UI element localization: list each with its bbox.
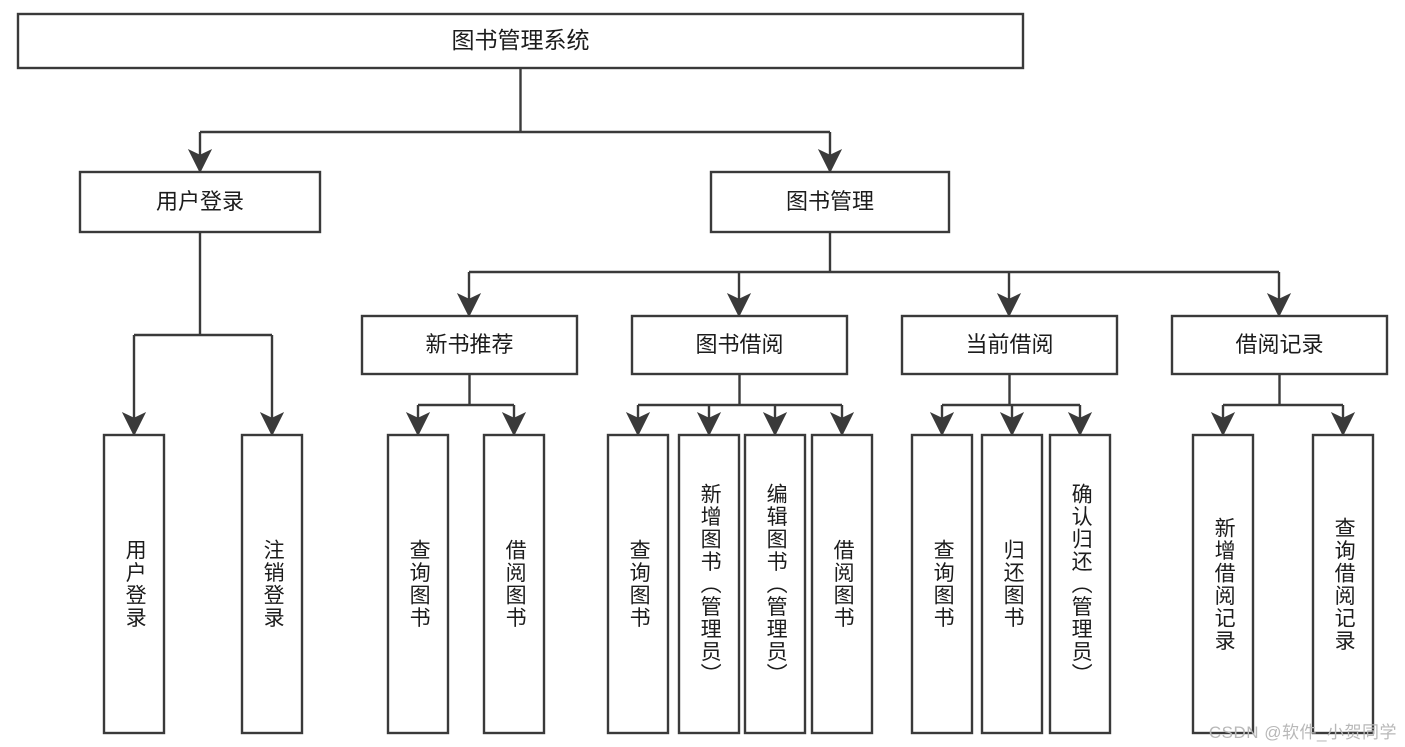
node-rect-leaf-query-record[interactable] — [1311, 433, 1375, 735]
node-label-borrow-record: 借阅记录 — [1235, 332, 1323, 357]
node-rect-leaf-add-book[interactable] — [677, 433, 741, 735]
node-label-new-book-recommend: 新书推荐 — [425, 332, 513, 357]
connector-current-borrow — [929, 374, 1093, 437]
node-rect-leaf-edit-book[interactable] — [743, 433, 807, 735]
node-rect-leaf-return-book[interactable] — [980, 433, 1044, 735]
node-rect-leaf-query-book-3[interactable] — [910, 433, 974, 735]
node-root[interactable]: 图书管理系统 — [16, 12, 1025, 70]
node-current-borrow[interactable]: 当前借阅 — [900, 314, 1119, 376]
node-rect-leaf-logout[interactable] — [240, 433, 304, 735]
node-leaf-query-record[interactable] — [1311, 433, 1375, 735]
node-leaf-borrow-book-2[interactable] — [810, 433, 874, 735]
watermark-text: CSDN @软件_小贺同学 — [1208, 723, 1397, 742]
node-rect-leaf-query-book-1[interactable] — [386, 433, 450, 735]
node-label-book-borrow: 图书借阅 — [695, 332, 783, 357]
node-leaf-query-book-3[interactable] — [910, 433, 974, 735]
node-rect-leaf-user-login[interactable] — [102, 433, 166, 735]
node-leaf-borrow-book-1[interactable] — [482, 433, 546, 735]
node-label-current-borrow: 当前借阅 — [965, 332, 1053, 357]
node-rect-new-book-recommend[interactable] — [360, 314, 579, 376]
node-label-user-login: 用户登录 — [156, 189, 244, 214]
node-rect-leaf-query-book-2[interactable] — [606, 433, 670, 735]
node-borrow-record[interactable]: 借阅记录 — [1170, 314, 1389, 376]
connector-borrow-record — [1210, 374, 1356, 437]
node-leaf-logout[interactable] — [240, 433, 304, 735]
node-rect-leaf-borrow-book-2[interactable] — [810, 433, 874, 735]
node-leaf-return-book[interactable] — [980, 433, 1044, 735]
connector-layer — [121, 68, 1356, 437]
node-new-book-recommend[interactable]: 新书推荐 — [360, 314, 579, 376]
node-rect-leaf-add-record[interactable] — [1191, 433, 1255, 735]
node-user-login[interactable]: 用户登录 — [78, 170, 322, 234]
node-rect-leaf-borrow-book-1[interactable] — [482, 433, 546, 735]
node-rect-leaf-confirm-return[interactable] — [1048, 433, 1112, 735]
node-rect-book-manage[interactable] — [709, 170, 951, 234]
node-rect-root[interactable] — [16, 12, 1025, 70]
node-leaf-user-login[interactable] — [102, 433, 166, 735]
connector-book-borrow — [625, 374, 855, 437]
node-leaf-add-record[interactable] — [1191, 433, 1255, 735]
node-leaf-edit-book[interactable] — [743, 433, 807, 735]
node-rect-user-login[interactable] — [78, 170, 322, 234]
node-book-manage[interactable]: 图书管理 — [709, 170, 951, 234]
node-leaf-add-book[interactable] — [677, 433, 741, 735]
node-rect-book-borrow[interactable] — [630, 314, 849, 376]
node-book-borrow[interactable]: 图书借阅 — [630, 314, 849, 376]
connector-user-login — [121, 232, 285, 437]
node-leaf-query-book-1[interactable] — [386, 433, 450, 735]
node-rect-current-borrow[interactable] — [900, 314, 1119, 376]
node-label-root: 图书管理系统 — [452, 27, 590, 53]
connector-root — [187, 68, 843, 174]
connector-book-manage — [456, 232, 1292, 318]
connector-new-book-recommend — [405, 374, 527, 437]
node-leaf-query-book-2[interactable] — [606, 433, 670, 735]
node-leaf-confirm-return[interactable] — [1048, 433, 1112, 735]
node-label-book-manage: 图书管理 — [786, 189, 874, 214]
node-rect-borrow-record[interactable] — [1170, 314, 1389, 376]
